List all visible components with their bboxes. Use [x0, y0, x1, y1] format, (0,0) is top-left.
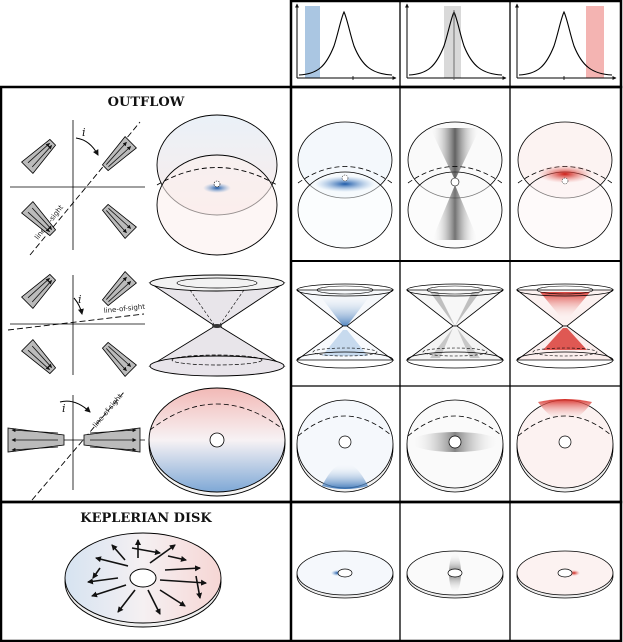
- geometry-schematic-row-2: i line-of-sight: [7, 271, 146, 377]
- keplerian-frame: [0, 500, 623, 642]
- line-of-sight-line: [31, 391, 125, 501]
- outflow-lobe-upper-right: [101, 136, 137, 172]
- inclination-arc: [59, 400, 91, 413]
- outflow-model-row-1: [156, 114, 278, 256]
- spectrum-panel-red: [515, 3, 617, 80]
- keplerian-title: KEPLERIAN DISK: [80, 511, 212, 526]
- channel-map-row3-red: [516, 399, 614, 493]
- outflow-lobe-right: [83, 427, 141, 453]
- spectral-line-profile: [298, 10, 393, 76]
- outflow-model-row-3: [148, 387, 286, 497]
- line-of-sight-label: line-of-sight: [91, 392, 124, 429]
- outflow-lobe-upper-left: [21, 138, 57, 174]
- keplerian-channel-red: [516, 550, 614, 599]
- velocity-band-gray: [444, 6, 461, 78]
- outflow-lobe-upper-right: [101, 271, 137, 307]
- line-of-sight-line: [7, 313, 145, 331]
- channel-map-row2-blue: [295, 283, 395, 369]
- outflow-lobe-upper-left: [21, 273, 57, 309]
- channel-map-row1-red: [517, 121, 613, 249]
- velocity-band-blue: [305, 6, 320, 78]
- velocity-arrows: [87, 539, 207, 615]
- inclination-label: i: [78, 293, 82, 306]
- channel-map-row1-gray: [407, 121, 503, 249]
- geometry-schematic-row-1: i line-of-sight: [10, 120, 145, 256]
- velocity-band-red: [586, 6, 604, 78]
- channel-map-row2-gray: [405, 283, 505, 369]
- inclination-label: i: [82, 126, 86, 139]
- geometry-schematic-row-3: i line-of-sight: [7, 391, 145, 501]
- channel-map-row3-gray: [406, 399, 504, 493]
- keplerian-channel-gray: [406, 550, 504, 599]
- spectrum-panel-blue: [295, 3, 397, 80]
- channel-map-row2-red: [515, 283, 615, 369]
- outflow-model-row-2: [148, 274, 286, 377]
- inclination-arc: [75, 137, 99, 156]
- spectrum-panel-center: [405, 3, 507, 80]
- outflow-lobe-left: [7, 427, 65, 453]
- channel-map-row3-blue: [296, 399, 394, 493]
- keplerian-disk-model: [64, 532, 222, 628]
- inclination-arc: [73, 297, 84, 315]
- inclination-label: i: [62, 402, 66, 415]
- spectral-line-profile: [518, 10, 613, 76]
- outflow-title: OUTFLOW: [108, 95, 185, 110]
- outflow-lobe-lower-left: [21, 201, 57, 237]
- outflow-lobe-lower-right: [101, 341, 137, 377]
- channel-map-row1-blue: [297, 121, 393, 249]
- outflow-lobe-lower-right: [101, 203, 137, 239]
- outflow-lobe-lower-left: [21, 339, 57, 375]
- keplerian-channel-blue: [296, 550, 394, 599]
